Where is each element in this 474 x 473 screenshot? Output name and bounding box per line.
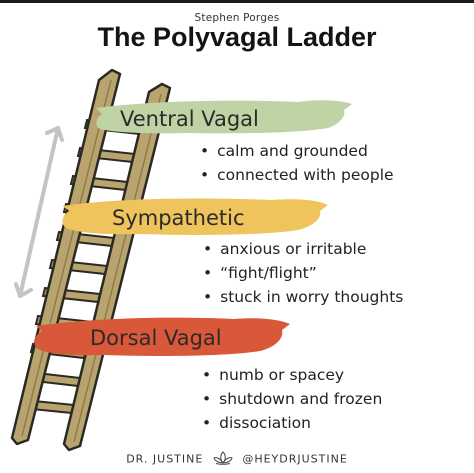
list-item: numb or spacey <box>202 363 382 387</box>
list-item: calm and grounded <box>200 139 394 163</box>
social-handle: @HEYDRJUSTINE <box>242 452 348 466</box>
sympathetic-brushstroke <box>62 198 328 235</box>
ventral-vagal-traits: calm and grounded connected with people <box>200 139 394 187</box>
list-item: connected with people <box>200 163 393 187</box>
list-item: stuck in worry thoughts <box>203 285 403 309</box>
dorsal-vagal-label: Dorsal Vagal <box>90 326 222 350</box>
subtitle: Stephen Porges <box>194 12 280 24</box>
ventral-vagal-brushstroke <box>96 100 352 134</box>
double-arrow-icon <box>14 126 64 298</box>
ladder-rail-highlights <box>21 79 162 443</box>
ventral-vagal-label: Ventral Vagal <box>120 107 259 131</box>
sympathetic-traits: anxious or irritable “fight/flight” stuc… <box>203 237 403 309</box>
list-item: shutdown and frozen <box>202 387 382 411</box>
page-title: The Polyvagal Ladder <box>97 22 377 52</box>
dorsal-vagal-brushstroke <box>34 317 290 356</box>
list-item: “fight/flight” <box>203 261 403 285</box>
top-border <box>0 0 474 3</box>
author-name: DR. JUSTINE <box>126 452 204 466</box>
lotus-icon <box>212 451 234 468</box>
list-item: anxious or irritable <box>203 237 403 261</box>
list-item: dissociation <box>202 411 382 435</box>
dorsal-vagal-traits: numb or spacey shutdown and frozen disso… <box>202 363 382 435</box>
footer: DR. JUSTINE @HEYDRJUSTINE <box>0 451 474 468</box>
sympathetic-label: Sympathetic <box>112 206 245 230</box>
